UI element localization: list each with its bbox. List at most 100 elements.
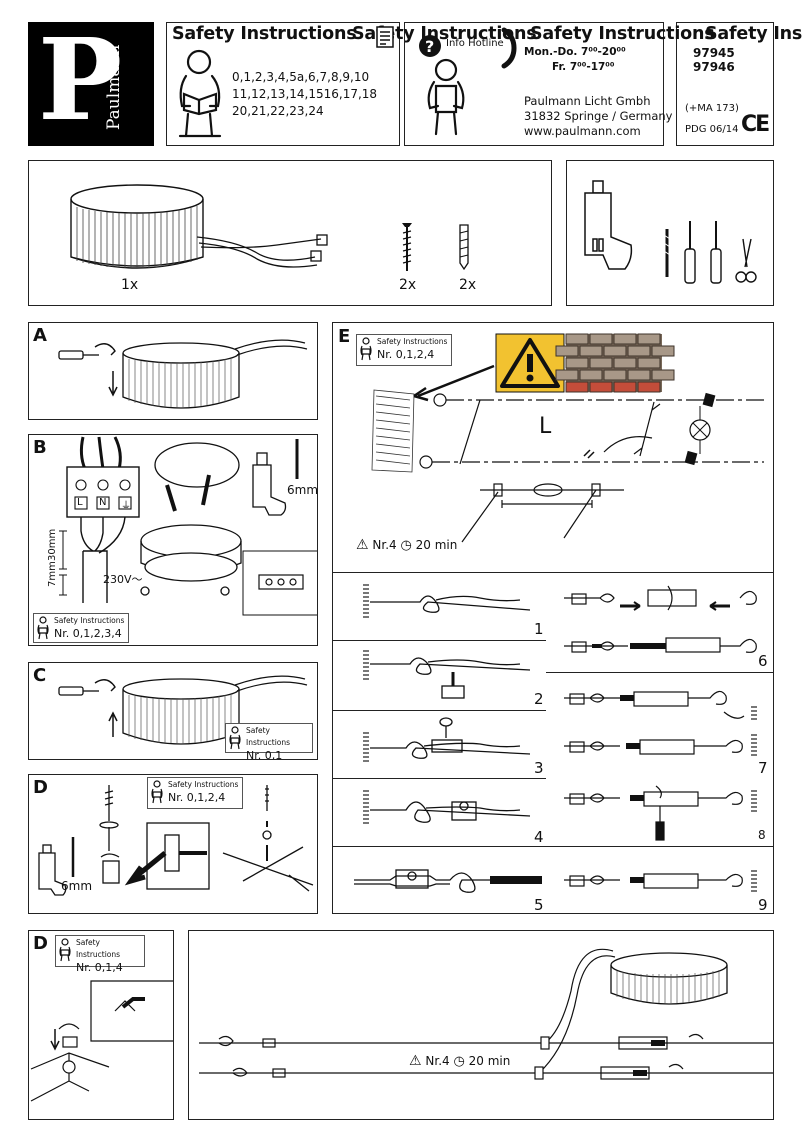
screw-quantity: 2x	[399, 277, 417, 293]
section-b-safety-badge: Safety Instructions Nr. 0,1,2,3,4	[33, 613, 129, 643]
lamp-quantity: 1x	[121, 277, 139, 293]
step-4-illustration	[363, 790, 531, 826]
safety-badge-numbers: Nr. 0,1,2,4	[377, 348, 435, 361]
section-c-panel: C Safety Instructions Nr. 0,1	[28, 662, 318, 760]
section-d-illustration	[38, 785, 314, 896]
dimension-7mm: 7mm	[47, 561, 58, 587]
screwdriver-cross-icon	[710, 221, 722, 284]
section-b-letter: B	[33, 437, 47, 458]
final-assembly-panel: ⚠ Nr.4 ◷ 20 min	[188, 930, 774, 1120]
step-number: 4	[534, 828, 544, 846]
ma-note: (+MA 173)	[685, 103, 739, 114]
header-title-3: Safety Instructions	[530, 24, 715, 44]
divider	[332, 640, 546, 641]
divider	[332, 710, 546, 711]
safety-badge-label: Safety Instructions	[246, 726, 291, 747]
safety-person-icon	[151, 780, 163, 804]
ce-mark: CE	[741, 112, 770, 137]
section-d2-letter: D	[33, 933, 48, 954]
step-number: 7	[758, 759, 768, 777]
hotline-label: Info Hotline	[446, 38, 504, 49]
step-number: 6	[758, 652, 768, 670]
dowel-quantity: 2x	[459, 277, 477, 293]
section-d-safety-badge: Safety Instructions Nr. 0,1,2,4	[147, 777, 243, 809]
step-3-illustration	[363, 717, 531, 764]
safety-number-line-2: 11,12,13,14,1516,17,18	[232, 87, 378, 101]
scissors-icon	[735, 238, 757, 283]
divider	[332, 846, 774, 847]
step-7-illustration	[564, 690, 757, 756]
step-6-illustration	[564, 585, 757, 653]
section-e-safety-badge: Safety Instructions Nr. 0,1,2,4	[356, 334, 452, 366]
clock-icon: ◷	[453, 1054, 465, 1069]
drill-size-label: 6mm	[61, 879, 93, 893]
step-8-illustration	[564, 785, 757, 841]
mounting-base-illustration	[140, 439, 317, 616]
safety-badge-label: Safety Instructions	[377, 337, 448, 346]
phone-icon	[501, 27, 517, 69]
warning-triangle-icon: ⚠	[356, 537, 369, 553]
length-label: L	[537, 414, 554, 439]
terminal-earth-label: ⏚	[121, 501, 131, 512]
safety-badge-numbers: Nr. 0,1,4	[76, 961, 123, 974]
tools-panel	[566, 160, 774, 306]
note-time: 20 min	[415, 538, 458, 552]
hotline-days: Mon.-Do. 7⁰⁰-20⁰⁰	[524, 46, 626, 58]
section-c-letter: C	[33, 665, 47, 686]
article-panel	[676, 22, 774, 146]
warning-sign-icon	[495, 333, 565, 393]
divider	[332, 778, 546, 779]
document-icon	[376, 26, 394, 48]
section-a-illustration	[58, 339, 308, 409]
step-number: 1	[534, 620, 544, 638]
safety-person-icon	[360, 337, 372, 361]
paulmann-logo: P Paulmann	[28, 16, 154, 146]
section-a-panel: A	[28, 322, 318, 420]
drill-icon	[584, 180, 633, 270]
section-e-letter: E	[338, 326, 351, 347]
screwdriver-flat-icon	[684, 221, 696, 284]
lamp-illustration	[70, 184, 328, 269]
final-note: ⚠ Nr.4 ◷ 20 min	[407, 1053, 513, 1069]
header-title-4: Safety Instructions	[705, 24, 802, 44]
final-assembly-illustration	[199, 948, 773, 1080]
drill-size-label: 6mm	[287, 483, 318, 497]
company-address: 31832 Springe / Germany	[524, 109, 673, 123]
section-d-panel: D Safety Instructions Nr. 0,1,2,4 6mm	[28, 774, 318, 914]
safety-badge-label: Safety Instructions	[168, 780, 239, 789]
article-number-1: 97945	[693, 46, 735, 60]
terminal-n-label: N	[99, 497, 107, 508]
divider	[332, 572, 774, 573]
note-number: Nr.4	[425, 1054, 450, 1068]
section-d2-illustration	[30, 980, 173, 1102]
section-e-overview-illustration	[371, 364, 764, 543]
terminal-block-illustration	[59, 436, 140, 603]
safety-number-line-3: 20,21,22,23,24	[232, 104, 324, 118]
parts-panel: 1x 2x 2x	[28, 160, 552, 306]
terminal-l-label: L	[77, 497, 83, 508]
reading-person-icon	[178, 49, 222, 138]
screw-icon	[402, 223, 412, 271]
note-number: Nr.4	[372, 538, 397, 552]
section-a-letter: A	[33, 325, 47, 346]
hotline-panel	[404, 22, 664, 146]
voltage-label: 230V～	[103, 573, 143, 586]
safety-badge-numbers: Nr. 0,1	[246, 749, 283, 760]
step-number: 8	[758, 828, 766, 842]
divider	[546, 672, 774, 673]
pdg-code: PDG 06/14	[685, 124, 739, 135]
note-time: 20 min	[468, 1054, 511, 1068]
safety-badge-numbers: Nr. 0,1,2,3,4	[54, 627, 122, 640]
safety-number-line-1: 0,1,2,3,4,5a,6,7,8,9,10	[232, 70, 370, 84]
hotline-friday: Fr. 7⁰⁰-17⁰⁰	[552, 61, 615, 73]
clock-icon: ◷	[400, 538, 412, 553]
warning-triangle-icon: ⚠	[409, 1053, 422, 1069]
dowel-icon	[459, 224, 469, 271]
safety-badge-label: Safety Instructions	[54, 616, 125, 625]
step-number: 5	[534, 896, 544, 914]
article-number-2: 97946	[693, 60, 735, 74]
section-d2-panel: D Safety Instructions Nr. 0,1,4	[28, 930, 174, 1120]
step-number: 3	[534, 759, 544, 777]
safety-person-icon	[59, 938, 71, 962]
step-number: 2	[534, 690, 544, 708]
